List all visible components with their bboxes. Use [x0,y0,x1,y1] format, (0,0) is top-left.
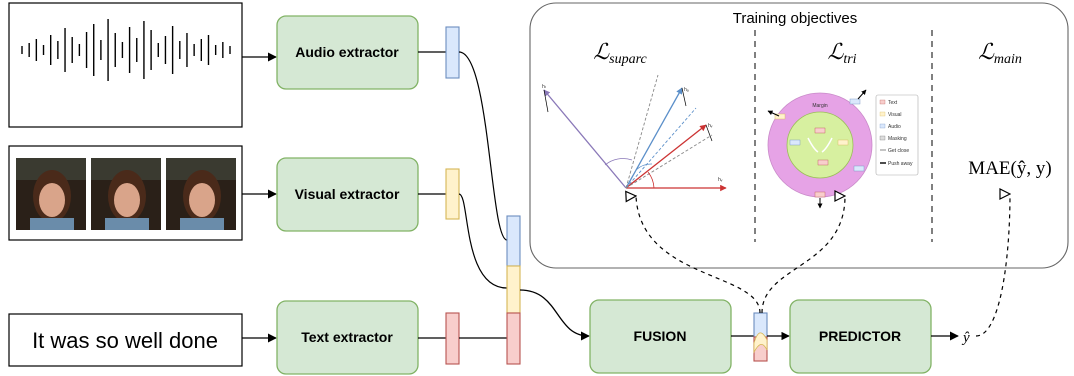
visual-embedding [445,168,460,220]
suparc-feedback-arrow [636,196,761,314]
suparc-axis-text: hₜ [542,84,547,90]
fused-embedding [753,312,768,362]
fusion-box[interactable]: FUSION [589,299,732,374]
legend-visual: Visual [888,112,902,118]
legend-get-close: Get close [888,148,909,154]
audio-input-panel [8,2,243,128]
legend-masking: Masking [888,136,907,142]
audio-to-concat-curve [458,51,508,241]
text-extractor-label: Text extractor [301,329,393,345]
legend-push-away: Push away [888,161,913,167]
visual-extractor-label: Visual extractor [295,186,400,202]
audio-embedding [445,26,460,79]
main-loss-formula: MAE(ŷ, y) [968,158,1051,179]
suparc-vector-diagram: hₜ hₐ hᵥ hᵥ [542,74,727,192]
fusion-label: FUSION [634,328,687,344]
triplet-ring-diagram: Margin Text Visual Audio [767,89,919,209]
tri-feedback-arrow [761,196,845,314]
video-frame-1 [16,158,86,230]
legend-audio: Audio [888,124,901,130]
concat-to-fusion-arrow [519,289,590,341]
audio-extractor-box[interactable]: Audio extractor [276,15,419,90]
margin-label: Margin [812,103,828,109]
video-frame-2 [91,158,161,230]
audio-waveform [21,19,231,81]
loss-tri-label: ℒtri [827,39,856,67]
concatenated-embedding [506,215,521,365]
prediction-symbol: ŷ [961,330,970,346]
loss-suparc-label: ℒsuparc [593,39,647,67]
triplet-legend: Text Visual Audio Masking Get close Push… [875,94,919,176]
suparc-axis-visual-b: hᵥ [718,177,723,183]
legend-text: Text [888,100,898,106]
main-feedback-arrow [975,194,1010,337]
objectives-title: Training objectives [733,10,858,27]
text-input-panel: It was so well done [8,313,243,367]
video-input-panel [8,145,243,241]
video-frame-3 [166,158,236,230]
text-input-sentence: It was so well done [32,328,218,353]
predictor-label: PREDICTOR [819,328,901,344]
visual-extractor-box[interactable]: Visual extractor [276,157,419,232]
suparc-axis-visual-a: hᵥ [708,123,713,129]
audio-extractor-label: Audio extractor [295,44,399,60]
text-embedding [445,312,460,365]
text-extractor-box[interactable]: Text extractor [276,300,419,375]
suparc-axis-audio: hₐ [684,87,689,93]
loss-main-label: ℒmain [978,39,1022,67]
visual-to-concat-curve [458,193,508,289]
predictor-box[interactable]: PREDICTOR [789,299,932,374]
training-objectives-panel: Training objectives ℒsuparc ℒtri ℒmain h… [529,2,1069,269]
